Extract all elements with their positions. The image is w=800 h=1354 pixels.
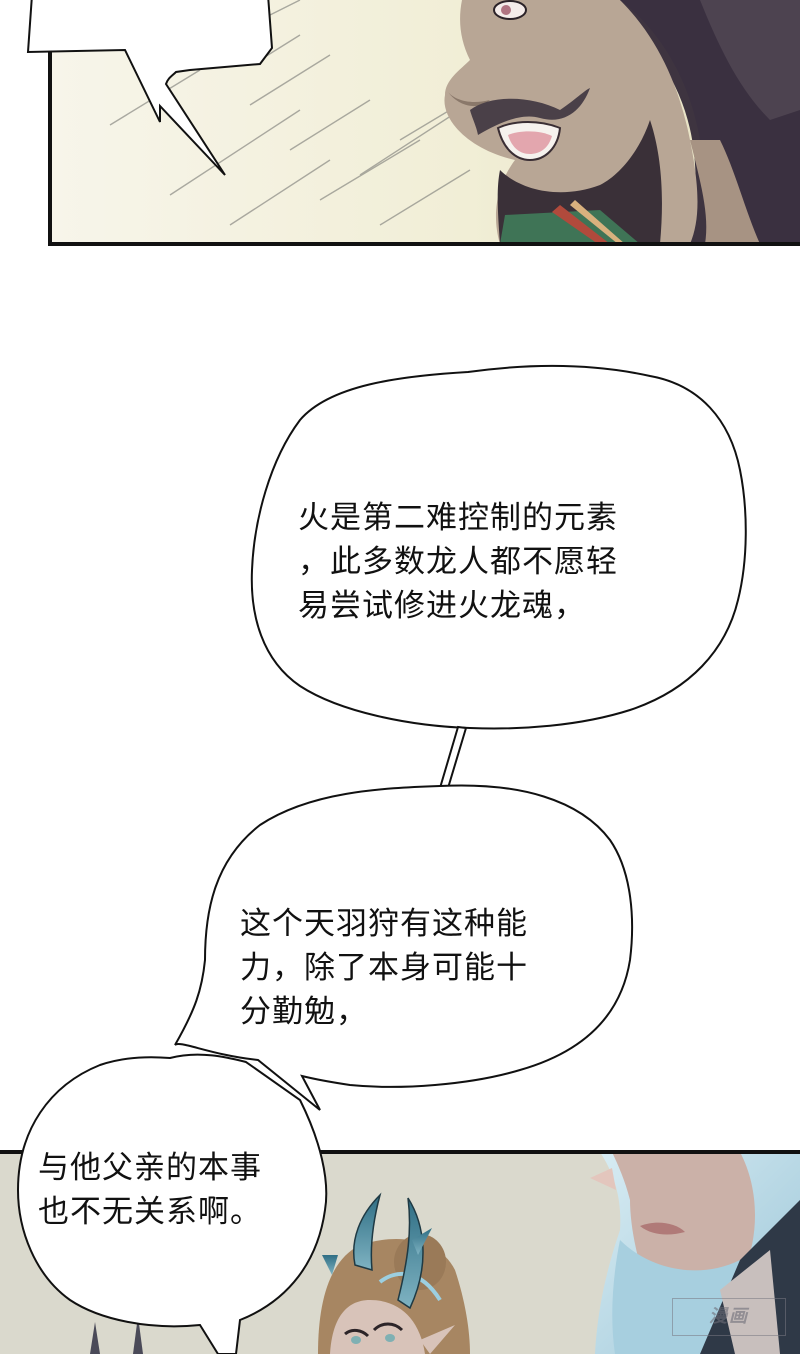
speech-bubble-2-shape (174, 784, 634, 1111)
panel-top (50, 0, 800, 244)
speech-bubble-3-shape (16, 1053, 328, 1354)
publisher-watermark: 漫画 (672, 1298, 786, 1336)
panel-top-border (48, 0, 800, 246)
speech-bubble-1-shape (250, 364, 747, 730)
speech-bubble-1-text: 火是第二难控制的元素 ，此多数龙人都不愿轻 易尝试修进火龙魂， (298, 500, 618, 624)
speech-bubble-2-text: 这个天羽狩有这种能 力，除了本身可能十 分勤勉， (240, 906, 528, 1030)
bubble-top-partial (26, 0, 274, 176)
speech-bubble-3-text: 与他父亲的本事 也不无关系啊。 (38, 1150, 262, 1230)
bubble-connector (438, 725, 468, 789)
